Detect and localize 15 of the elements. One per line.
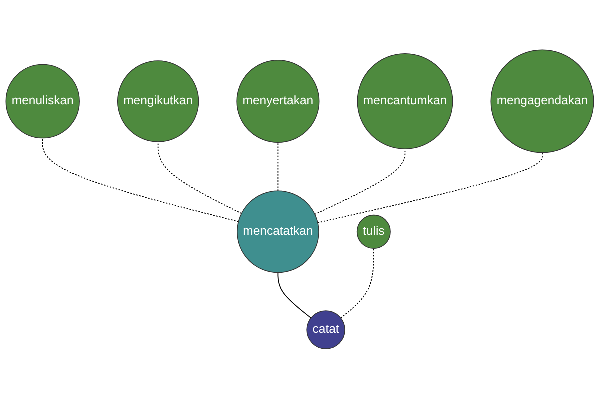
node-circle: tulis [356, 215, 391, 250]
node-circle: menyertakan [236, 60, 320, 144]
connector [42, 138, 240, 223]
node-circle: mencantumkan [357, 54, 454, 150]
connector [340, 248, 374, 320]
node-circle: mengagendakan [490, 50, 594, 154]
connector [318, 152, 543, 224]
node-circle: mengikutkan [117, 61, 200, 143]
connector [278, 142, 279, 192]
connector [314, 149, 406, 216]
connector [158, 142, 242, 215]
node-circle: mencatatkan [237, 191, 320, 274]
connector [278, 272, 312, 320]
node-circle: catat [306, 311, 346, 350]
node-circle: menuliskan [6, 64, 80, 139]
